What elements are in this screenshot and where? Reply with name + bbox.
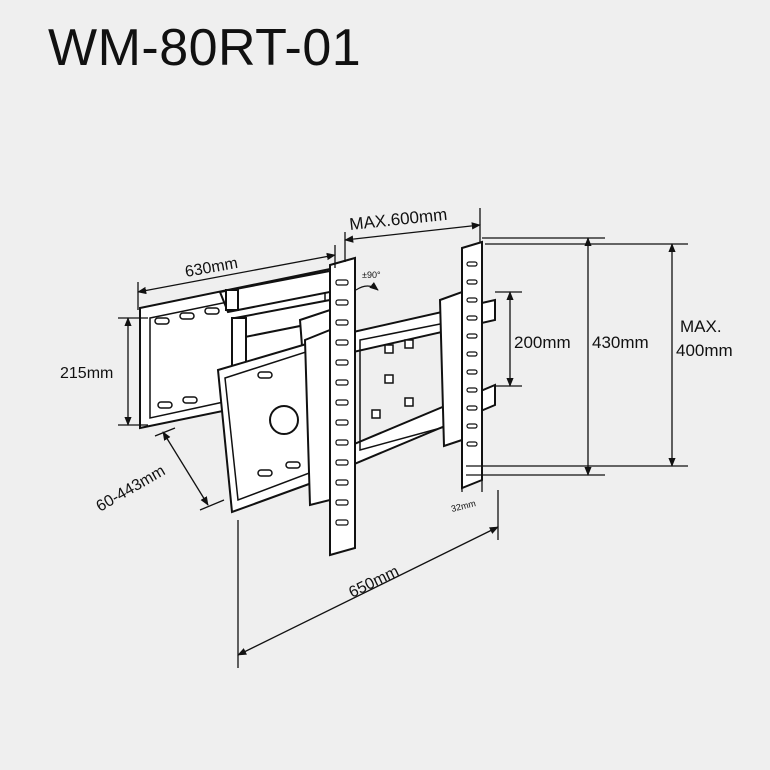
label-630mm: 630mm [184, 255, 240, 281]
label-650mm: 650mm [346, 563, 401, 602]
dimension-lines [118, 208, 688, 668]
label-60-443mm: 60-443mm [94, 462, 169, 515]
label-200mm: 200mm [514, 333, 571, 352]
front-bracket [216, 338, 321, 514]
vertical-bracket-right [438, 240, 483, 490]
vertical-bracket-left [303, 256, 356, 557]
label-215mm: 215mm [60, 365, 113, 382]
label-32mm: 32mm [450, 498, 477, 514]
label-max-400mm-line2: 400mm [676, 341, 733, 360]
label-max-400mm-line1: MAX. [680, 317, 722, 336]
label-430mm: 430mm [592, 333, 649, 352]
product-model-title: WM-80RT-01 [48, 19, 362, 77]
label-tilt-90: ±90° [362, 270, 381, 280]
